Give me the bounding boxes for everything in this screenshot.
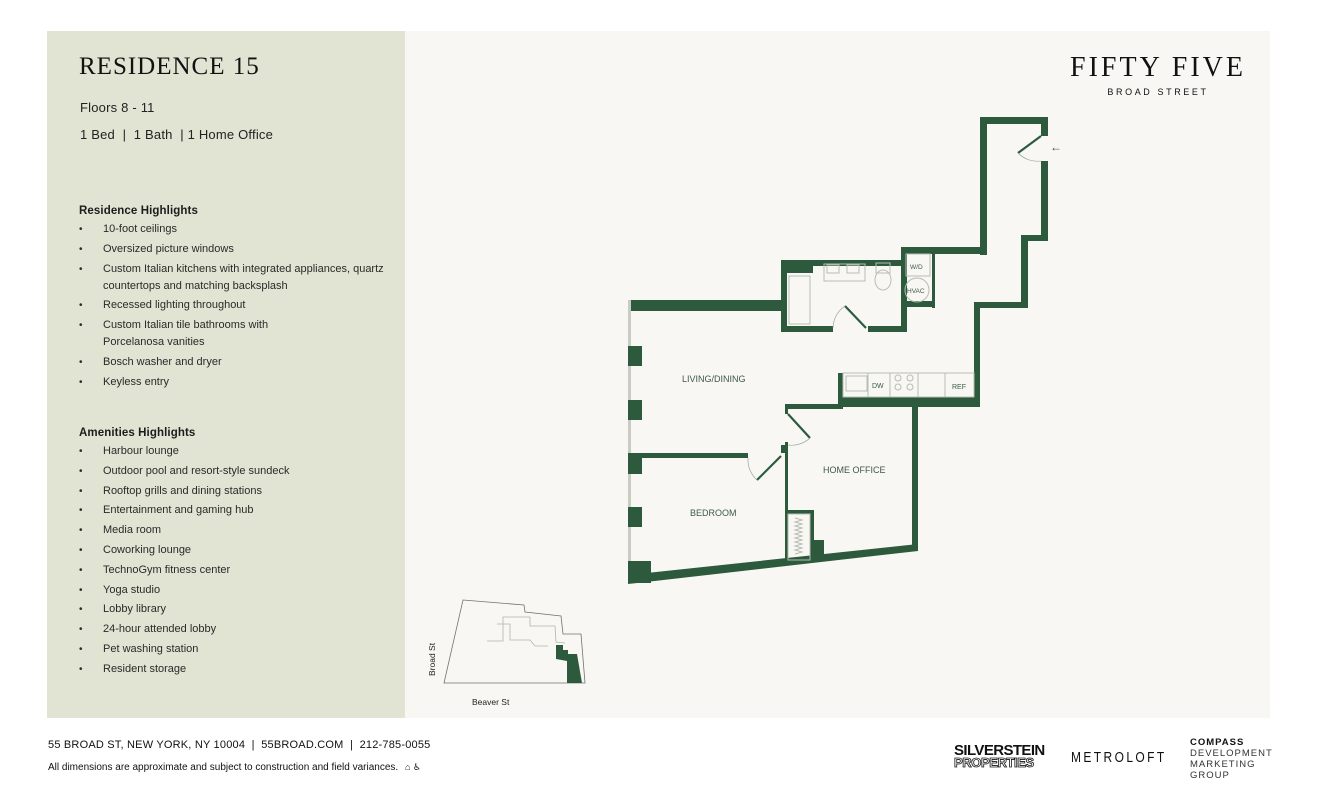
list-item: Lobby library — [79, 601, 290, 618]
list-item: Rooftop grills and dining stations — [79, 483, 290, 500]
brand-subtitle: BROAD STREET — [1107, 87, 1209, 97]
amenities-highlights-heading: Amenities Highlights — [79, 427, 196, 439]
compass-logo-line2: DEVELOPMENT — [1190, 748, 1273, 759]
amenities-highlights-list: Harbour lounge Outdoor pool and resort-s… — [79, 443, 290, 678]
room-label-office: HOME OFFICE — [823, 465, 886, 475]
info-sidebar: RESIDENCE 15 Floors 8 - 11 1 Bed | 1 Bat… — [47, 31, 405, 718]
residence-title: RESIDENCE 15 — [79, 53, 260, 80]
floors-label: Floors 8 - 11 — [80, 100, 155, 115]
list-item: Media room — [79, 522, 290, 539]
unit-summary: 1 Bed | 1 Bath | 1 Home Office — [80, 127, 274, 142]
metroloft-logo: METROLOFT — [1071, 749, 1167, 766]
list-item: TechnoGym fitness center — [79, 562, 290, 579]
list-item: 24-hour attended lobby — [79, 621, 290, 638]
list-item: Yoga studio — [79, 582, 290, 599]
silverstein-logo-line2: PROPERTIES — [954, 755, 1035, 770]
list-item: Outdoor pool and resort-style sundeck — [79, 463, 290, 480]
residence-highlights-heading: Residence Highlights — [79, 205, 198, 217]
fixtures — [787, 253, 975, 561]
silverstein-logo: SILVERSTEIN PROPERTIES — [954, 742, 1046, 770]
fixture-label-wd: W/D — [910, 264, 923, 271]
list-item: Harbour lounge — [79, 443, 290, 460]
list-item: Bosch washer and dryer — [79, 354, 389, 371]
entry-arrow-icon: ← — [1050, 140, 1062, 154]
walls — [628, 117, 1048, 584]
list-item: Entertainment and gaming hub — [79, 502, 290, 519]
compass-logo-line3: MARKETING — [1190, 759, 1256, 770]
brand-logo: FIFTY FIVE BROAD STREET — [1070, 52, 1246, 97]
floor-plan: LIVING/DINING BEDROOM HOME OFFICE W/D HV… — [427, 117, 1062, 707]
list-item: Coworking lounge — [79, 542, 290, 559]
list-item: Custom Italian kitchens with integrated … — [79, 261, 389, 295]
compass-logo-line1: COMPASS — [1190, 737, 1245, 748]
silverstein-logo-line1: SILVERSTEIN — [954, 742, 1045, 759]
list-item: 10-foot ceilings — [79, 221, 389, 238]
compass-logo-line4: GROUP — [1190, 770, 1230, 781]
room-labels: LIVING/DINING BEDROOM HOME OFFICE W/D HV… — [682, 140, 1062, 518]
list-item: Oversized picture windows — [79, 241, 389, 258]
keyplan: Broad St Beaver St — [427, 599, 586, 707]
amenities-highlights: Amenities Highlights Harbour lounge Outd… — [79, 427, 290, 681]
list-item: Resident storage — [79, 661, 290, 678]
brand-name: FIFTY FIVE — [1070, 52, 1246, 83]
keyplan-broad-st: Broad St — [427, 642, 437, 676]
room-label-bedroom: BEDROOM — [690, 508, 737, 518]
disclaimer-text: All dimensions are approximate and subje… — [48, 762, 399, 773]
fixture-label-hvac: HVAC — [907, 288, 925, 295]
fixture-label-dw: DW — [872, 383, 884, 390]
list-item: Custom Italian tile bathrooms with Porce… — [79, 317, 319, 351]
equal-housing-accessibility-icon: ⌂ ♿ — [404, 762, 421, 772]
list-item: Keyless entry — [79, 374, 389, 391]
compass-logo: COMPASS DEVELOPMENT MARKETING GROUP — [1190, 737, 1273, 781]
keyplan-beaver-st: Beaver St — [472, 697, 510, 707]
doors — [747, 135, 1042, 481]
residence-highlights: Residence Highlights 10-foot ceilings Ov… — [79, 205, 389, 394]
residence-highlights-list: 10-foot ceilings Oversized picture windo… — [79, 221, 389, 391]
list-item: Recessed lighting throughout — [79, 297, 389, 314]
disclaimer: All dimensions are approximate and subje… — [48, 762, 421, 773]
contact-line: 55 BROAD ST, NEW YORK, NY 10004 | 55BROA… — [48, 739, 431, 751]
fixture-label-ref: REF — [952, 384, 966, 391]
list-item: Pet washing station — [79, 641, 290, 658]
room-label-living: LIVING/DINING — [682, 374, 746, 384]
